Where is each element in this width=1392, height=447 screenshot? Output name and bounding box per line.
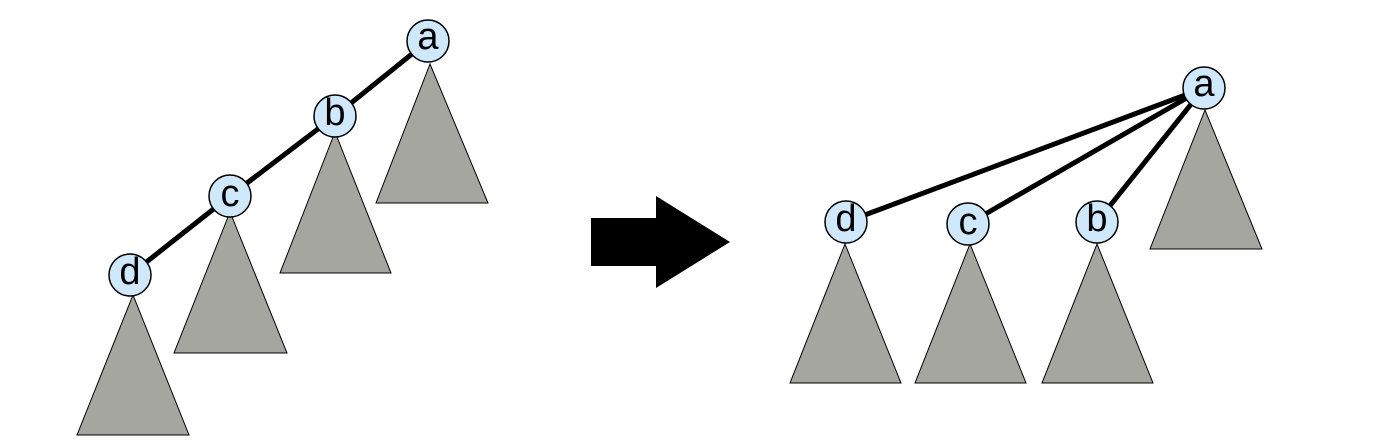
before-subtree-a xyxy=(375,62,489,204)
before-subtree-c xyxy=(173,210,288,354)
before-node-c: c xyxy=(208,173,252,218)
after-tree: a d c b xyxy=(789,63,1263,384)
after-node-b: b xyxy=(1075,198,1119,244)
after-node-a: a xyxy=(1182,63,1226,110)
after-node-a-label: a xyxy=(1193,63,1215,105)
before-node-c-label: c xyxy=(221,173,240,215)
after-subtree-b xyxy=(1041,242,1154,384)
arrow-icon xyxy=(591,196,730,288)
before-node-b-label: b xyxy=(324,92,345,134)
after-node-b-label: b xyxy=(1086,198,1107,240)
before-tree: a b c d xyxy=(76,16,489,436)
after-subtree-d xyxy=(789,242,902,384)
before-node-a-label: a xyxy=(417,16,439,58)
before-subtree-d xyxy=(76,293,190,436)
before-edge-b-c xyxy=(227,113,338,199)
before-node-d-label: d xyxy=(119,251,140,293)
after-edge-a-d xyxy=(843,85,1207,225)
after-node-d: d xyxy=(824,198,868,244)
after-subtree-c xyxy=(914,242,1027,384)
after-edge-a-b xyxy=(1094,85,1207,225)
after-subtree-a xyxy=(1149,108,1263,250)
before-node-b: b xyxy=(313,92,357,138)
after-node-d-label: d xyxy=(835,198,856,240)
transform-arrow xyxy=(591,196,730,288)
before-node-a: a xyxy=(406,16,450,63)
after-node-c: c xyxy=(946,201,990,246)
before-node-d: d xyxy=(108,251,152,297)
after-node-c-label: c xyxy=(959,201,978,243)
after-edge-a-c xyxy=(965,85,1207,227)
before-subtree-b xyxy=(279,130,392,274)
